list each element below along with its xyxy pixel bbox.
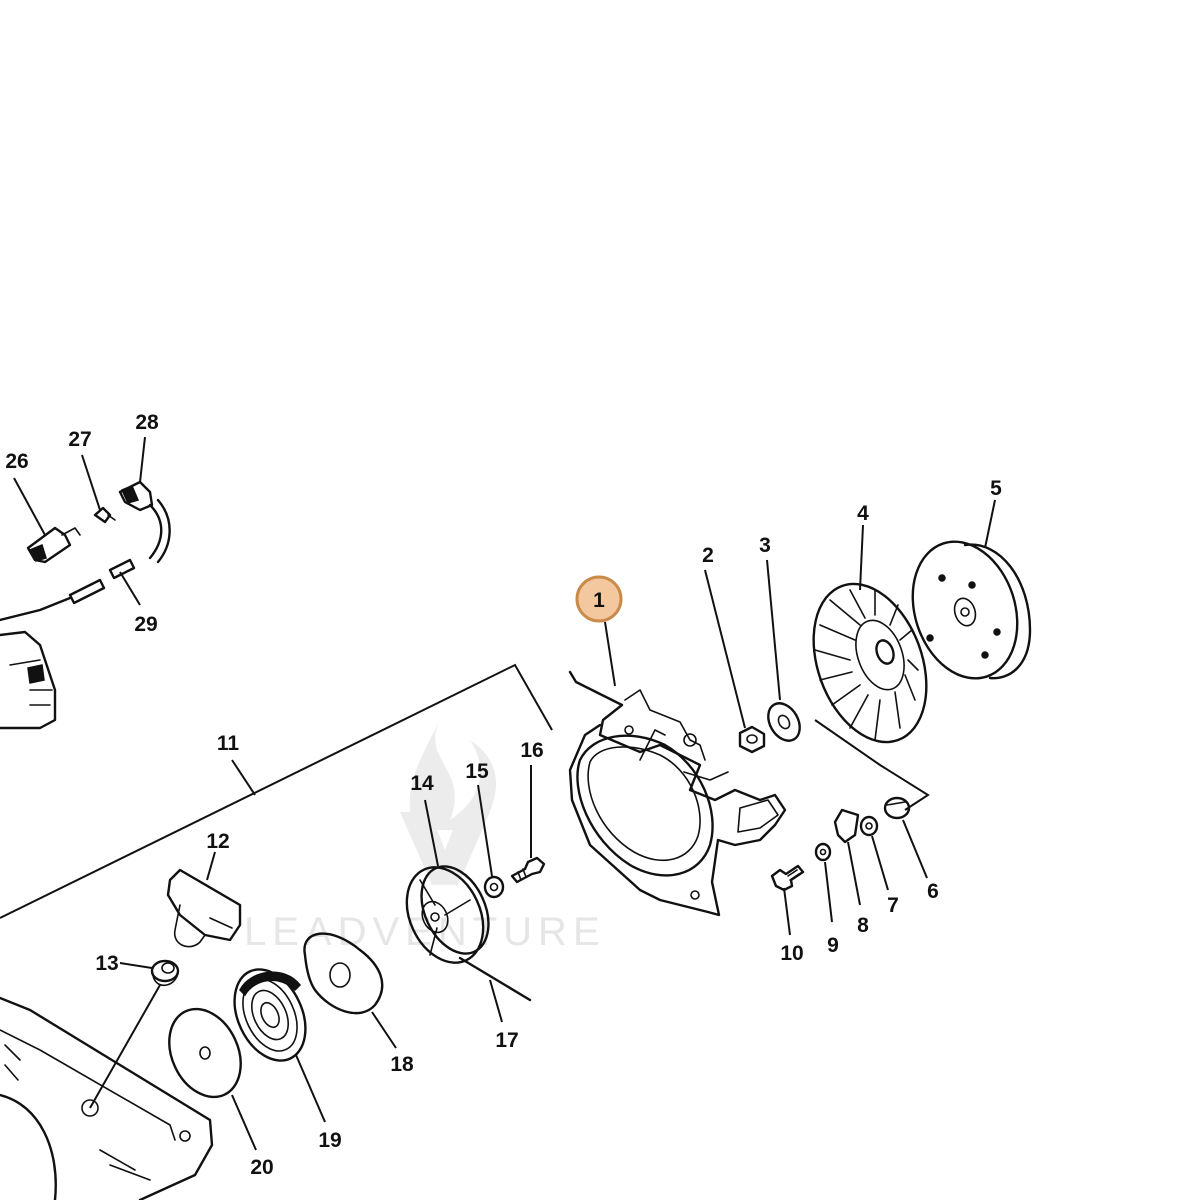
part-26-fitting <box>26 526 81 564</box>
callout-1-label: 1 <box>593 589 605 612</box>
callout-14-label: 14 <box>410 772 434 795</box>
part-17-rope <box>458 956 532 1002</box>
callout-16-label: 16 <box>520 739 543 762</box>
callout-12-label: 12 <box>206 830 229 853</box>
callout-1-highlight[interactable]: 1 <box>575 575 623 687</box>
part-8-pawl <box>833 808 860 844</box>
callout-6-label: 6 <box>927 880 939 903</box>
callout-26-label: 26 <box>5 450 28 473</box>
callout-4-label: 4 <box>857 502 869 525</box>
callout-18-label: 18 <box>390 1053 414 1076</box>
part-6-clip <box>883 796 911 820</box>
part-4-flywheel <box>812 582 928 744</box>
callout-12[interactable]: 12 <box>206 830 230 881</box>
callout-3-label: 3 <box>759 534 771 557</box>
part-29-hose <box>68 558 136 605</box>
part-12-handle <box>166 868 242 948</box>
callout-5-label: 5 <box>990 477 1002 500</box>
callout-2[interactable]: 2 <box>702 544 746 729</box>
callout-11-label: 11 <box>217 732 240 755</box>
callout-7[interactable]: 7 <box>871 835 899 917</box>
callout-9-label: 9 <box>827 934 839 957</box>
group-bracket-4-6 <box>814 719 930 811</box>
part-15-washer <box>483 875 505 899</box>
callout-13-label: 13 <box>95 952 118 975</box>
part-7-washer <box>859 815 879 837</box>
part-28-elbow <box>118 480 171 564</box>
callout-18[interactable]: 18 <box>371 1011 414 1076</box>
callout-19-label: 19 <box>318 1129 341 1152</box>
part-13-grommet <box>150 959 180 987</box>
partial-carburetor <box>0 596 72 730</box>
part-18-plate <box>303 932 384 1015</box>
part-27-clip <box>93 506 116 524</box>
callout-13[interactable]: 13 <box>89 952 161 1109</box>
callout-29[interactable]: 29 <box>119 571 158 636</box>
callout-3[interactable]: 3 <box>759 534 781 701</box>
highlight-circle <box>575 575 623 623</box>
callout-29-label: 29 <box>134 613 157 636</box>
callout-15[interactable]: 15 <box>465 760 493 877</box>
part-2-nut <box>738 725 766 754</box>
callout-4[interactable]: 4 <box>857 502 869 591</box>
callout-28[interactable]: 28 <box>135 411 159 483</box>
callout-11[interactable]: 11 <box>217 732 240 755</box>
partial-starter-housing <box>0 996 214 1200</box>
callout-28-label: 28 <box>135 411 159 434</box>
callout-8-label: 8 <box>857 914 869 937</box>
part-20-disc <box>168 1007 242 1099</box>
callout-2-label: 2 <box>702 544 714 567</box>
part-10-screw <box>770 864 805 892</box>
callout-10[interactable]: 10 <box>780 887 804 965</box>
callout-20-label: 20 <box>250 1156 273 1179</box>
part-5-disc <box>911 540 1032 680</box>
callout-27-label: 27 <box>68 428 91 451</box>
callout-27[interactable]: 27 <box>68 428 101 511</box>
part-1-fan-housing <box>568 670 787 917</box>
callout-5[interactable]: 5 <box>984 477 1002 549</box>
part-19-spring <box>233 968 307 1062</box>
watermark: LEADVENTURE <box>244 720 600 954</box>
callout-10-label: 10 <box>780 942 803 965</box>
group-bracket-11 <box>0 663 553 919</box>
callout-6[interactable]: 6 <box>902 819 939 903</box>
part-3-washer <box>767 702 801 742</box>
callout-15-label: 15 <box>465 760 489 783</box>
callout-7-label: 7 <box>887 894 899 917</box>
callout-16[interactable]: 16 <box>520 739 544 858</box>
callout-17[interactable]: 17 <box>489 979 519 1052</box>
watermark-flame-icon <box>409 720 497 830</box>
callout-26[interactable]: 26 <box>5 450 46 536</box>
watermark-logo-icon <box>400 812 490 885</box>
callout-17-label: 17 <box>495 1029 518 1052</box>
callout-8[interactable]: 8 <box>847 841 869 937</box>
callout-14[interactable]: 14 <box>410 772 439 867</box>
part-16-screw <box>510 856 546 884</box>
callout-9[interactable]: 9 <box>824 861 839 957</box>
part-9-washer <box>814 842 832 862</box>
callout-20[interactable]: 20 <box>231 1094 274 1179</box>
callout-19[interactable]: 19 <box>295 1054 342 1152</box>
